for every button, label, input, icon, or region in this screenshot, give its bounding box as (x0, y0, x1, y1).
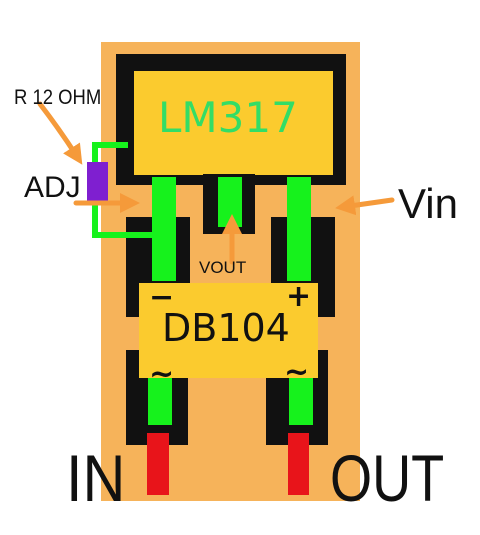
arrow-resistor (37, 101, 83, 165)
terminal-out (288, 433, 309, 495)
terminal-in (147, 433, 169, 495)
resistor-body (87, 162, 108, 204)
bridge-plus-label: + (286, 279, 312, 314)
bridge-ac-left-label: ~ (149, 357, 175, 392)
vin-label: Vin (398, 180, 458, 227)
bridge-minus-label: − (149, 280, 175, 315)
out-label: OUT (330, 441, 445, 515)
regulator-body (134, 71, 333, 175)
regulator-label: LM317 (158, 93, 298, 142)
adj-label: ADJ (24, 171, 81, 204)
trace-vin-pin (287, 177, 311, 281)
resistor-label: R 12 OHM (14, 86, 102, 109)
trace-vout-pin (218, 177, 242, 227)
trace-adj-pin (152, 177, 176, 281)
in-label: IN (66, 441, 126, 515)
arrow-vin (335, 195, 395, 216)
bridge-ac-right-label: ~ (284, 355, 310, 390)
vout-label: VOUT (199, 258, 247, 277)
bridge-body (139, 283, 318, 378)
bridge-label: DB104 (162, 306, 290, 350)
